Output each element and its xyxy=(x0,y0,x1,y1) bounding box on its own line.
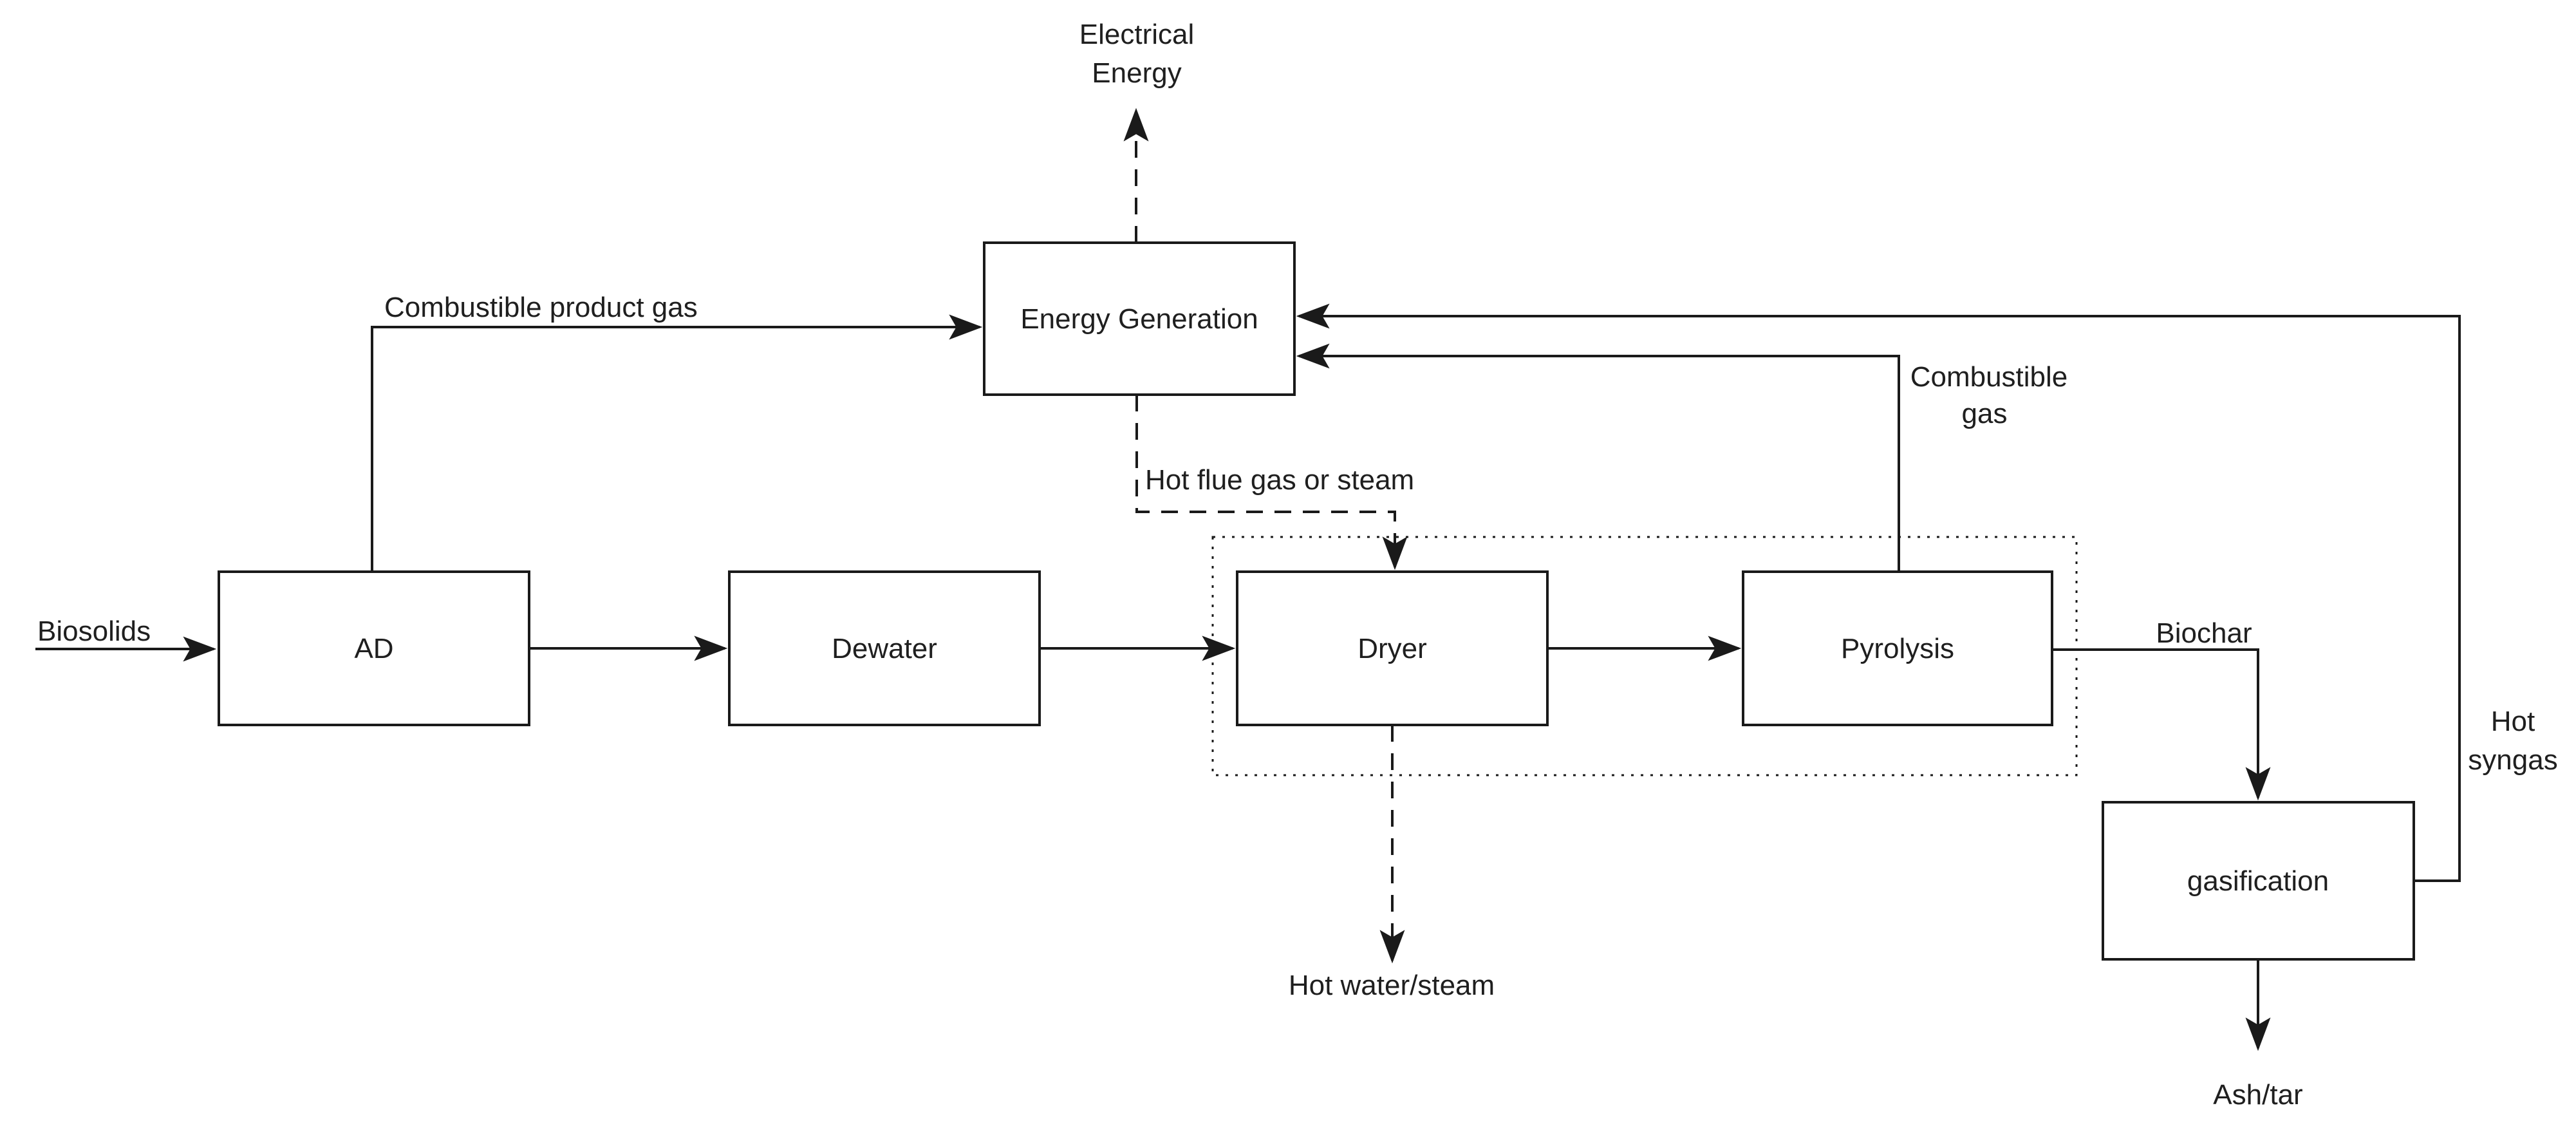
combustible-gas-label-line2: gas xyxy=(1962,398,2008,429)
ad-box xyxy=(218,570,530,726)
gasification-box xyxy=(2102,801,2415,961)
combustible-product-gas-label: Combustible product gas xyxy=(384,292,698,323)
edge-combustible-product-gas xyxy=(371,314,983,572)
dewater-label: Dewater xyxy=(832,633,937,664)
electrical-energy-label-line2: Energy xyxy=(1092,57,1181,89)
biochar-label: Biochar xyxy=(2156,617,2252,649)
ad-label: AD xyxy=(354,633,393,664)
edge-hot-flue-gas-to-dryer xyxy=(1135,395,1408,570)
electrical-energy-label-line1: Electrical xyxy=(1079,19,1195,50)
dewater-box xyxy=(728,570,1041,726)
pyrolysis-box xyxy=(1742,570,2053,726)
energy-generation-label: Energy Generation xyxy=(1020,303,1258,335)
hot-syngas-label-line1: Hot xyxy=(2491,706,2535,737)
biosolids-label: Biosolids xyxy=(37,616,151,647)
dryer-box xyxy=(1236,570,1549,726)
hot-water-steam-label: Hot water/steam xyxy=(1289,970,1495,1001)
energy-generation-box xyxy=(983,241,1296,396)
edge-hot-syngas xyxy=(1296,303,2461,882)
ash-tar-label: Ash/tar xyxy=(2213,1079,2302,1111)
dryer-label: Dryer xyxy=(1358,633,1427,664)
hot-flue-gas-label: Hot flue gas or steam xyxy=(1145,464,1414,496)
gasification-label: gasification xyxy=(2187,865,2329,897)
combustible-gas-label-line1: Combustible xyxy=(1910,361,2068,393)
hot-syngas-label-line2: syngas xyxy=(2468,744,2557,776)
pyrolysis-label: Pyrolysis xyxy=(1841,633,1954,664)
edge-biochar-to-gasification xyxy=(2052,648,2271,801)
edge-combustible-gas xyxy=(1296,343,1900,572)
